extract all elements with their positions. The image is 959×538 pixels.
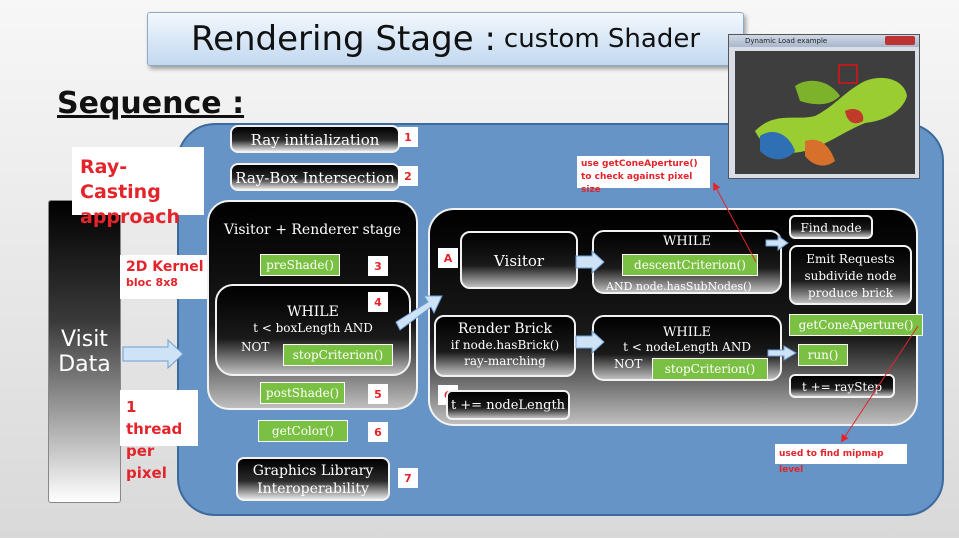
visit-data-box: Visit Data — [48, 200, 121, 503]
block-arrow-run — [767, 345, 797, 361]
render-brick-label: Render Brick — [457, 321, 552, 337]
not-b-label: NOT — [614, 357, 643, 371]
step-number: 2 — [398, 166, 418, 186]
ray-casting-label: Ray-Casting approach — [72, 147, 204, 228]
mipmap-note-connector — [840, 325, 919, 443]
thread-label: 1 thread per pixel — [120, 390, 198, 482]
data-label: Data — [58, 351, 111, 377]
ray-box-box: Ray-Box Intersection — [230, 163, 400, 191]
step-number: 1 — [398, 127, 418, 147]
stop-criterion-button[interactable]: stopCriterion() — [283, 344, 393, 366]
emit-line2: subdivide node — [804, 269, 897, 283]
step-number: 6 — [368, 422, 388, 442]
get-cone-aperture-button[interactable]: getConeAperture() — [789, 314, 923, 336]
render-viewport — [735, 51, 915, 174]
not-label: NOT — [241, 340, 270, 354]
kernel-label-box: 2D Kernel bloc 8x8 — [120, 255, 210, 299]
ray-step-box: t += rayStep — [789, 374, 895, 398]
visitor-box: Visitor — [460, 231, 578, 289]
find-node-box: Find node — [789, 215, 873, 239]
getcolor-button[interactable]: getColor() — [258, 420, 348, 442]
step-number: 5 — [368, 384, 388, 404]
gl-interop-box: Graphics Library Interoperability — [236, 457, 390, 501]
gl-interop-line2: Interoperability — [257, 481, 369, 497]
title-banner: Rendering Stage : custom Shader — [147, 12, 744, 66]
rendered-model-image — [735, 51, 915, 174]
postshade-button[interactable]: postShade() — [260, 382, 345, 404]
dynamic-load-window: Dynamic Load example — [728, 34, 920, 179]
sequence-heading: Sequence : — [57, 86, 245, 121]
has-brick-label: if node.hasBrick() — [450, 338, 560, 352]
while-b-label: WHILE — [663, 325, 711, 340]
cone-note-line2: to check against pixel size — [581, 172, 693, 195]
descent-criterion-button[interactable]: descentCriterion() — [622, 254, 758, 276]
block-arrow-visit — [122, 338, 184, 370]
cone-note-connector — [713, 182, 757, 263]
preshade-button[interactable]: preShade() — [260, 254, 340, 276]
visit-label: Visit — [61, 326, 108, 352]
while-a-label: WHILE — [663, 234, 711, 249]
window-title-bar: Dynamic Load example — [729, 35, 919, 47]
while-label: WHILE — [287, 304, 339, 320]
step-number: 3 — [368, 256, 388, 276]
window-close-icon[interactable] — [885, 36, 915, 45]
node-length-box: t += nodeLength — [446, 390, 570, 420]
block-arrow-find-node — [765, 235, 789, 251]
block-arrow-visitor-while — [575, 249, 605, 275]
step-number: 4 — [368, 292, 388, 312]
window-title: Dynamic Load example — [745, 37, 828, 45]
stop-criterion-b-button[interactable]: stopCriterion() — [652, 358, 768, 380]
and-subnodes-label: AND node.hasSubNodes() — [606, 280, 752, 293]
emit-requests-box: Emit Requests subdivide node produce bri… — [789, 245, 912, 305]
ray-init-box: Ray initialization — [230, 125, 400, 153]
while-b-condition: t < nodeLength AND — [623, 340, 751, 354]
cone-note: use getConeAperture() to check against p… — [577, 156, 710, 195]
block-arrow-while-to-right — [395, 295, 443, 331]
ray-marching-label: ray-marching — [464, 354, 546, 368]
step-number: 7 — [398, 468, 418, 488]
while-b-box: WHILE t < nodeLength AND NOT — [592, 315, 782, 381]
block-arrow-render-while — [575, 329, 605, 355]
cone-note-line1: use getConeAperture() — [581, 159, 698, 169]
run-button[interactable]: run() — [798, 344, 848, 366]
bloc-label: bloc 8x8 — [126, 276, 178, 289]
visitor-renderer-title: Visitor + Renderer stage — [224, 222, 401, 238]
render-brick-box: Render Brick if node.hasBrick() ray-marc… — [434, 315, 576, 377]
gl-interop-line1: Graphics Library — [252, 463, 374, 479]
title-main: Rendering Stage : — [190, 19, 496, 59]
emit-line3: produce brick — [808, 286, 893, 300]
emit-line1: Emit Requests — [806, 252, 895, 266]
while-condition: t < boxLength AND — [253, 321, 373, 335]
title-sub: custom Shader — [503, 24, 701, 54]
mipmap-note: used to find mipmap level — [775, 444, 907, 475]
letter-label: A — [438, 248, 458, 268]
kernel-label: 2D Kernel — [126, 259, 204, 275]
